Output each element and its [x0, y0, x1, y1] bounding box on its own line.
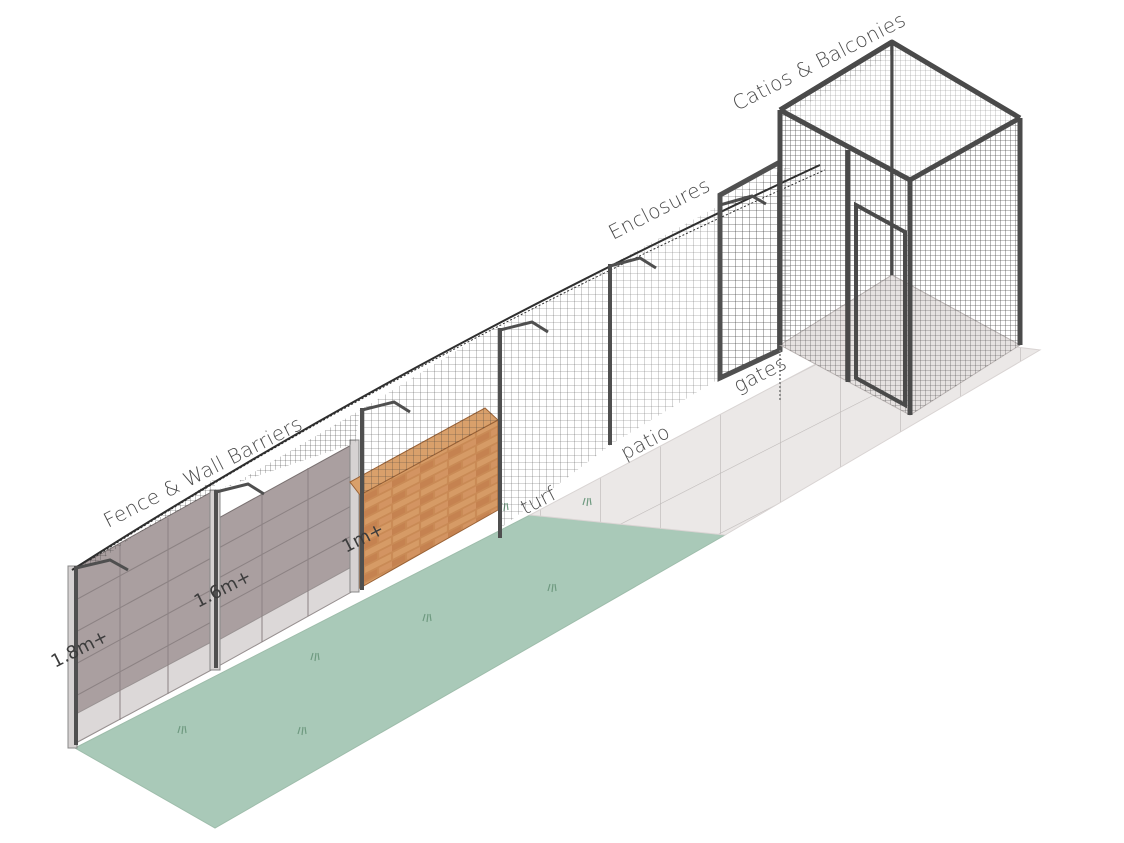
catio: [777, 39, 1023, 416]
catio-top-mesh: [782, 44, 892, 114]
